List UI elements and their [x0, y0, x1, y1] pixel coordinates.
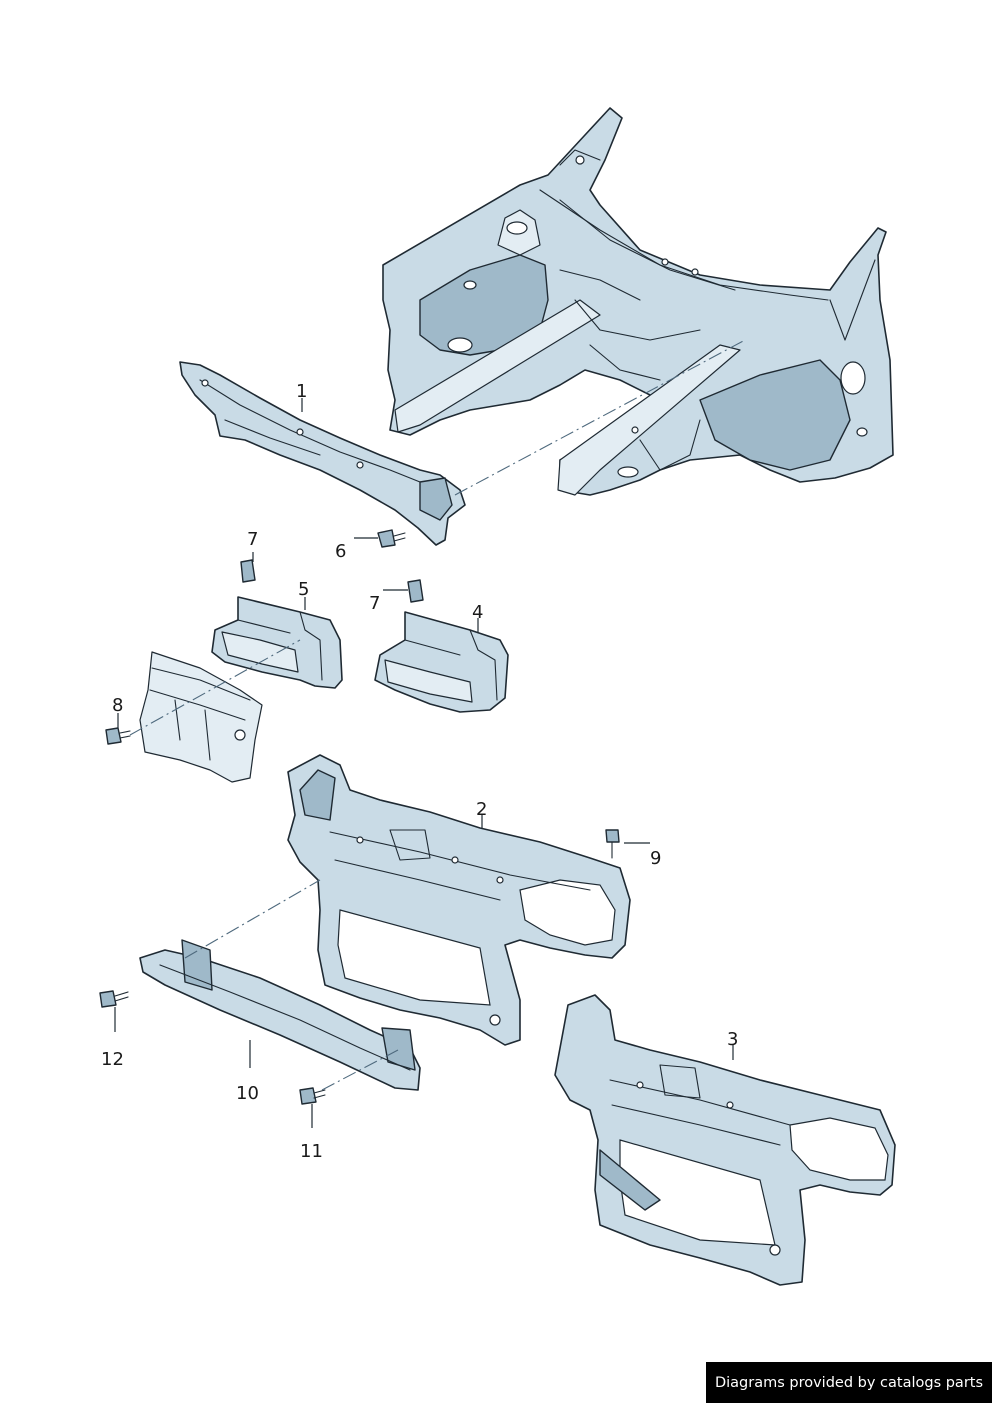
front-body-structure — [382, 107, 894, 496]
part-6-bolt — [377, 529, 406, 548]
callout-4: 4 — [472, 602, 483, 623]
callout-9: 9 — [650, 848, 661, 869]
part-8-body-context — [139, 651, 263, 783]
part-8-bolt — [105, 727, 131, 745]
part-7-nut-right — [407, 579, 424, 603]
part-4-air-duct — [374, 611, 509, 713]
part-1-cross-member — [179, 361, 466, 546]
leader-lines — [114, 398, 734, 1128]
part-3-lock-carrier — [554, 994, 896, 1286]
callout-11: 11 — [300, 1141, 323, 1162]
callout-3: 3 — [727, 1029, 738, 1050]
callout-8: 8 — [112, 695, 123, 716]
assembly-lines — [129, 339, 746, 1091]
part-9-bolt — [605, 829, 620, 859]
part-7-nut-left — [240, 559, 256, 583]
part-12-bolt — [99, 990, 129, 1008]
callout-6: 6 — [335, 541, 346, 562]
callout-7-right: 7 — [369, 593, 380, 614]
callout-5: 5 — [298, 579, 309, 600]
part-10-bumper-bar — [139, 939, 421, 1091]
part-11-bolt — [299, 1087, 326, 1105]
part-2-lock-carrier — [287, 754, 631, 1046]
callout-2: 2 — [476, 799, 487, 820]
callout-7-left: 7 — [247, 529, 258, 550]
callout-1: 1 — [296, 381, 307, 402]
callout-12: 12 — [101, 1049, 124, 1070]
part-5-air-duct — [211, 596, 343, 689]
credit-banner: Diagrams provided by catalogs parts — [706, 1362, 992, 1403]
callout-10: 10 — [236, 1083, 259, 1104]
callouts: 1 2 3 4 5 6 7 7 8 9 10 11 12 — [101, 381, 738, 1162]
